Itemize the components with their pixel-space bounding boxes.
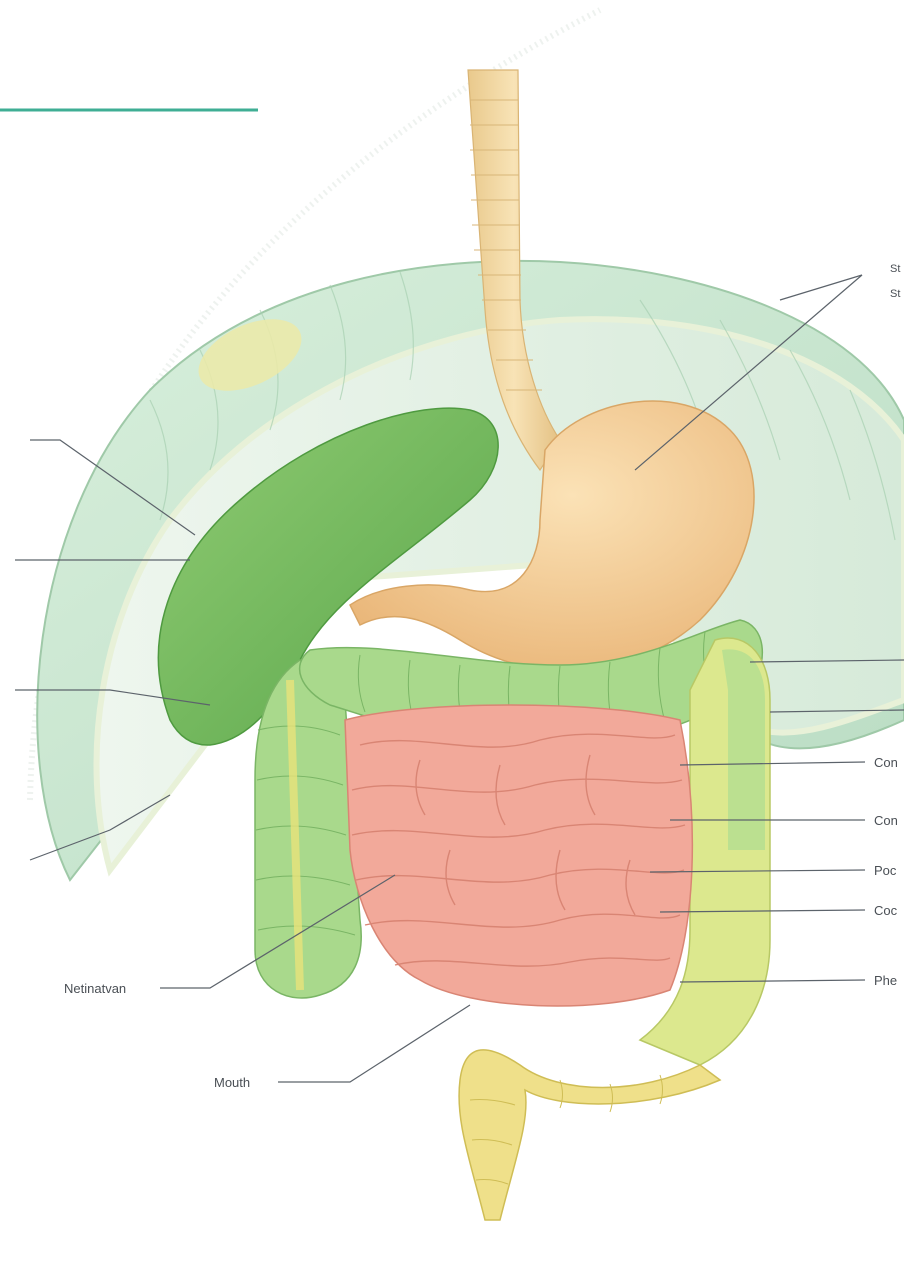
sigmoid-colon <box>459 1050 720 1220</box>
label-right-4: Con <box>874 813 898 828</box>
label-right-3: Con <box>874 755 898 770</box>
small-intestine <box>345 705 692 1006</box>
label-netinatvan: Netinatvan <box>64 981 126 996</box>
label-right-5: Poc <box>874 863 897 878</box>
label-top-right-1: St <box>890 263 900 275</box>
colon-left <box>255 660 361 998</box>
label-right-7: Phe <box>874 973 897 988</box>
label-right-6: Coc <box>874 903 898 918</box>
label-top-right-2: St <box>890 288 900 300</box>
label-mouth: Mouth <box>214 1075 250 1090</box>
